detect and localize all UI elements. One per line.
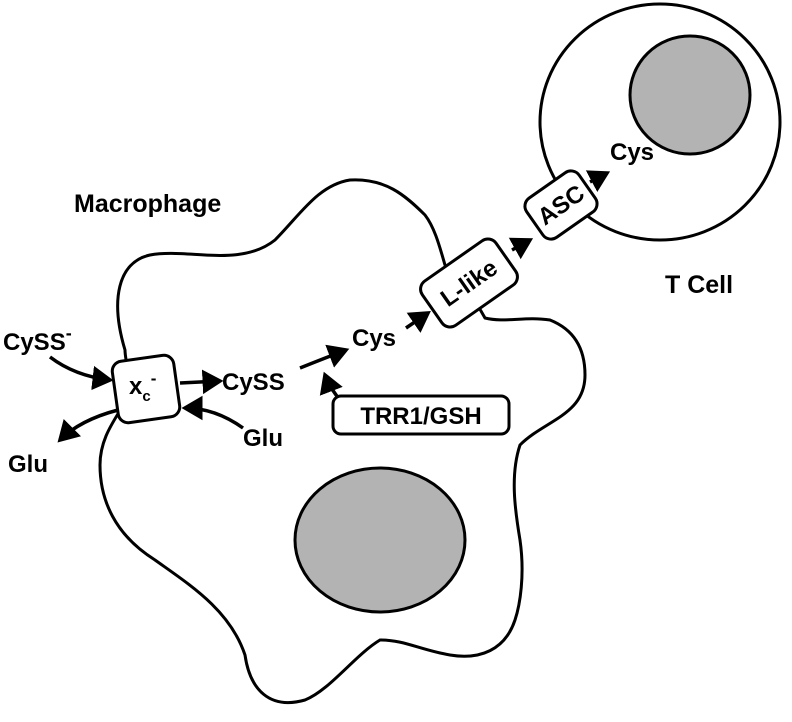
- cys-to-l-like-arrow: [405, 311, 431, 333]
- cyss-outside-label: CySS-: [3, 323, 72, 356]
- asc-transporter-box: [523, 169, 599, 241]
- l-like-transporter-box: [419, 237, 519, 329]
- cyss-to-cys-arrow: [299, 344, 350, 370]
- cyss-in-arrow: [48, 355, 114, 391]
- asc-to-cys-arrow: [585, 170, 611, 193]
- reductase-label: TRR1/GSH: [360, 403, 481, 430]
- t-cell-nucleus: [628, 34, 752, 156]
- macrophage-membrane: [98, 178, 587, 705]
- l-like-to-asc-arrow: [508, 237, 534, 260]
- glu-inside-label: Glu: [243, 425, 283, 452]
- cyss-inside-label: CySS: [222, 369, 285, 396]
- xc-transporter-box: [110, 353, 182, 425]
- glu-outside-label: Glu: [8, 451, 48, 478]
- t-cell-label: T Cell: [665, 271, 733, 299]
- glu-out-arrow: [57, 408, 119, 443]
- macrophage-nucleus: [293, 466, 467, 614]
- xc-to-cyss-arrow: [179, 369, 224, 395]
- macrophage-label: Macrophage: [74, 190, 221, 218]
- reductase-box: [331, 394, 511, 436]
- glu-in-arrow: [181, 395, 245, 430]
- cys-t-cell-label: Cys: [610, 139, 654, 166]
- xc-transporter-label: xc-: [129, 369, 156, 405]
- cys-macrophage-label: Cys: [352, 325, 396, 352]
